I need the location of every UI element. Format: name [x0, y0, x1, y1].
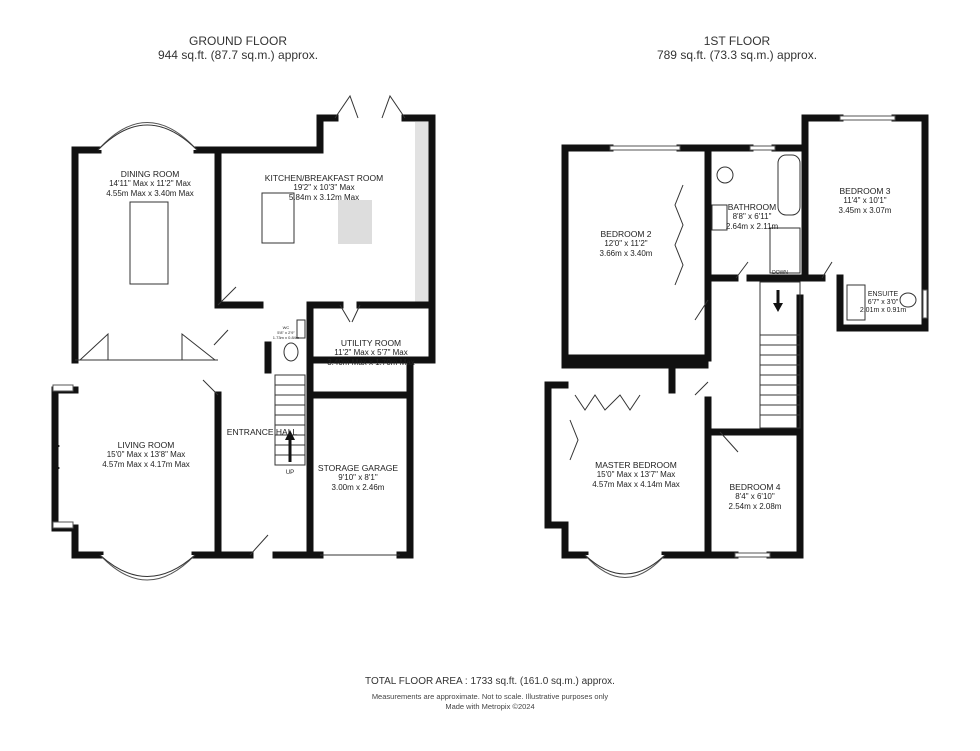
room-imperial: 15'0" Max x 13'7" Max [596, 470, 676, 479]
room-metric: 4.55m Max x 3.40m Max [106, 189, 194, 198]
room-metric: 2.64m x 2.11m [725, 222, 779, 231]
room-name: MASTER BEDROOM [595, 460, 677, 470]
room-imperial: 8'4" x 6'10" [735, 492, 775, 501]
room-metric: 2.54m x 2.08m [728, 502, 782, 511]
room-imperial: 8'8" x 6'11" [732, 212, 772, 221]
room-label-bedroom-2: BEDROOM 2 12'0" x 11'2" 3.66m x 3.40m [600, 229, 653, 259]
room-metric: 1.73m x 0.84m [272, 335, 300, 340]
ground-floor-area: 944 sq.ft. (87.7 sq.m.) approx. [157, 48, 319, 62]
first-floor-heading: 1ST FLOOR 789 sq.ft. (73.3 sq.m.) approx… [657, 34, 817, 62]
room-imperial: 15'0" Max x 13'8" Max [106, 450, 186, 459]
room-name: STORAGE GARAGE [317, 463, 399, 473]
room-label-dining-room: DINING ROOM 14'11" Max x 11'2" Max 4.55m… [106, 169, 194, 199]
room-metric: 3.40m Max x 1.70m Max [327, 358, 415, 367]
room-label-ensuite: ENSUITE 6'7" x 3'0" 2.01m x 0.91m [860, 291, 906, 315]
room-imperial: 19'2" x 10'3" Max [293, 183, 355, 192]
room-name: BATHROOM [727, 202, 777, 212]
stair-down-label: DOWN [772, 270, 788, 276]
room-name: LIVING ROOM [117, 440, 175, 450]
ground-floor-walls [51, 94, 436, 581]
room-name: BEDROOM 2 [600, 229, 652, 239]
room-label-master-bedroom: MASTER BEDROOM 15'0" Max x 13'7" Max 4.5… [592, 460, 680, 490]
first-floor-walls [544, 114, 929, 578]
room-metric: 5.84m x 3.12m Max [288, 193, 360, 202]
room-metric: 4.57m Max x 4.14m Max [592, 480, 680, 489]
room-metric: 2.01m x 0.91m [859, 307, 907, 314]
disclaimer: Measurements are approximate. Not to sca… [372, 692, 608, 712]
room-imperial: 5'8" x 2'9" [277, 330, 295, 335]
room-label-bathroom: BATHROOM 8'8" x 6'11" 2.64m x 2.11m [726, 202, 778, 232]
room-label-living-room: LIVING ROOM 15'0" Max x 13'8" Max 4.57m … [102, 440, 190, 470]
room-metric: 3.66m x 3.40m [599, 249, 653, 258]
room-imperial: 11'4" x 10'1" [843, 196, 887, 205]
room-label-entrance-hall: ENTRANCE HALL [227, 427, 297, 437]
stair-up-label: UP [285, 470, 295, 476]
room-name: BEDROOM 3 [839, 186, 891, 196]
room-imperial: 12'0" x 11'2" [604, 239, 648, 248]
room-label-bedroom-4: BEDROOM 4 8'4" x 6'10" 2.54m x 2.08m [729, 482, 782, 512]
room-imperial: 9'10" x 8'1" [338, 473, 378, 482]
room-label-bedroom-3: BEDROOM 3 11'4" x 10'1" 3.45m x 3.07m [839, 186, 892, 216]
room-imperial: 6'7" x 3'0" [867, 299, 899, 306]
room-imperial: 14'11" Max x 11'2" Max [109, 179, 191, 188]
total-floor-area: TOTAL FLOOR AREA : 1733 sq.ft. (161.0 sq… [365, 676, 615, 687]
first-floor-title: 1ST FLOOR [703, 34, 771, 48]
room-metric: 3.00m x 2.46m [331, 483, 385, 492]
room-name: KITCHEN/BREAKFAST ROOM [264, 173, 384, 183]
room-label-kitchen: KITCHEN/BREAKFAST ROOM 19'2" x 10'3" Max… [265, 173, 383, 203]
room-name: UTILITY ROOM [340, 338, 402, 348]
room-metric: 4.57m Max x 4.17m Max [102, 460, 190, 469]
credit-text: Made with Metropix ©2024 [445, 702, 535, 711]
first-floor-area: 789 sq.ft. (73.3 sq.m.) approx. [656, 48, 818, 62]
room-name: BEDROOM 4 [729, 482, 781, 492]
room-name: ENSUITE [867, 291, 899, 298]
ground-floor-heading: GROUND FLOOR 944 sq.ft. (87.7 sq.m.) app… [158, 34, 318, 62]
room-imperial: 11'2" Max x 5'7" Max [334, 348, 408, 357]
room-label-storage-garage: STORAGE GARAGE 9'10" x 8'1" 3.00m x 2.46… [318, 463, 398, 493]
ground-floor-title: GROUND FLOOR [188, 34, 288, 48]
room-name: WC [282, 325, 290, 330]
room-name: DINING ROOM [120, 169, 180, 179]
room-metric: 3.45m x 3.07m [838, 206, 892, 215]
room-label-wc: WC 5'8" x 2'9" 1.73m x 0.84m [273, 325, 299, 340]
disclaimer-text: Measurements are approximate. Not to sca… [371, 692, 609, 701]
room-label-utility-room: UTILITY ROOM 11'2" Max x 5'7" Max 3.40m … [327, 338, 415, 368]
room-name: ENTRANCE HALL [226, 427, 298, 437]
